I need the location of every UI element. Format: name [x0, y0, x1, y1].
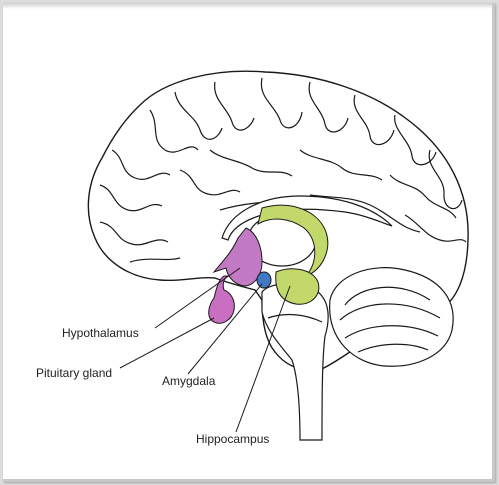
amygdala-shape	[257, 272, 271, 288]
brainstem	[262, 284, 328, 440]
label-hippocampus: Hippocampus	[196, 432, 269, 446]
cerebellum	[330, 268, 454, 367]
label-hypothalamus: Hypothalamus	[62, 326, 139, 340]
label-amygdala: Amygdala	[162, 374, 215, 388]
label-pituitary-gland: Pituitary gland	[36, 366, 112, 380]
